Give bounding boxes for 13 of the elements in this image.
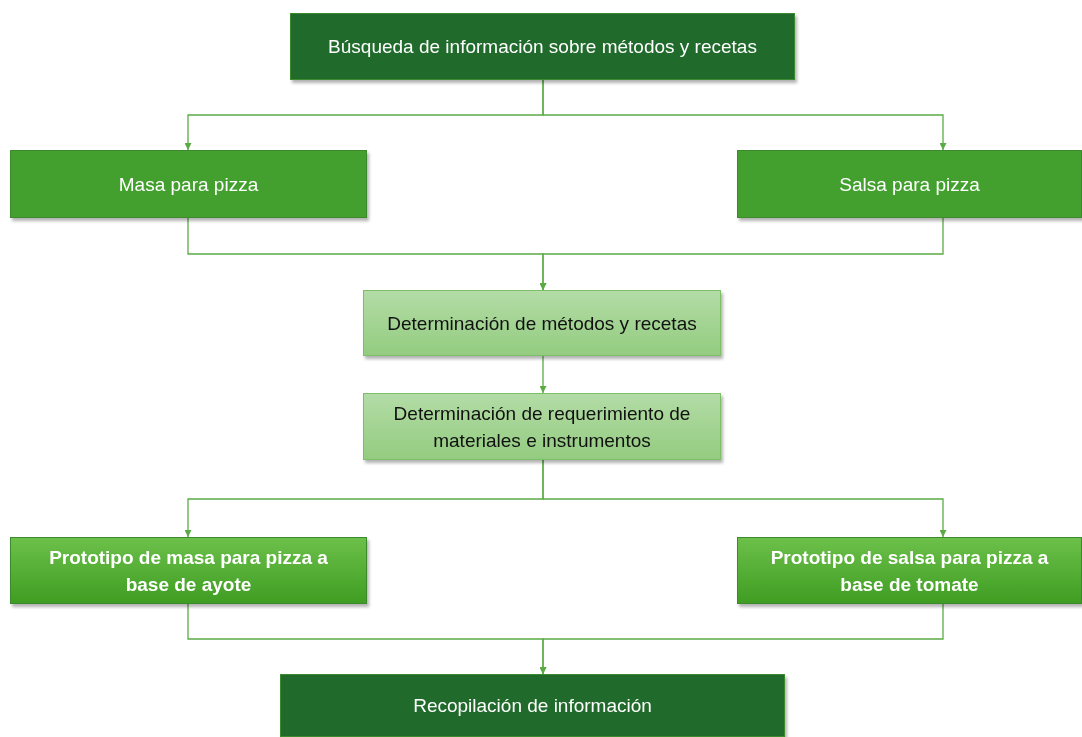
process-box: Determinación de métodos y recetas — [363, 290, 721, 356]
process-box: Determinación de requerimiento de materiales e instrumentos — [363, 393, 721, 460]
prototype-box: Prototipo de salsa para pizza a base de tomate — [737, 537, 1082, 604]
process-box: Recopilación de información — [280, 674, 785, 737]
connector-arrow — [539, 355, 547, 394]
connector-arrow — [539, 603, 944, 675]
prototype-box: Prototipo de masa para pizza a base de ayote — [10, 537, 367, 604]
process-box: Masa para pizza — [10, 150, 367, 218]
process-box: Búsqueda de información sobre métodos y recetas — [290, 13, 795, 80]
process-box: Salsa para pizza — [737, 150, 1082, 218]
connector-arrow — [542, 79, 947, 151]
connector-arrow — [539, 217, 944, 291]
connector-arrow — [542, 459, 947, 538]
